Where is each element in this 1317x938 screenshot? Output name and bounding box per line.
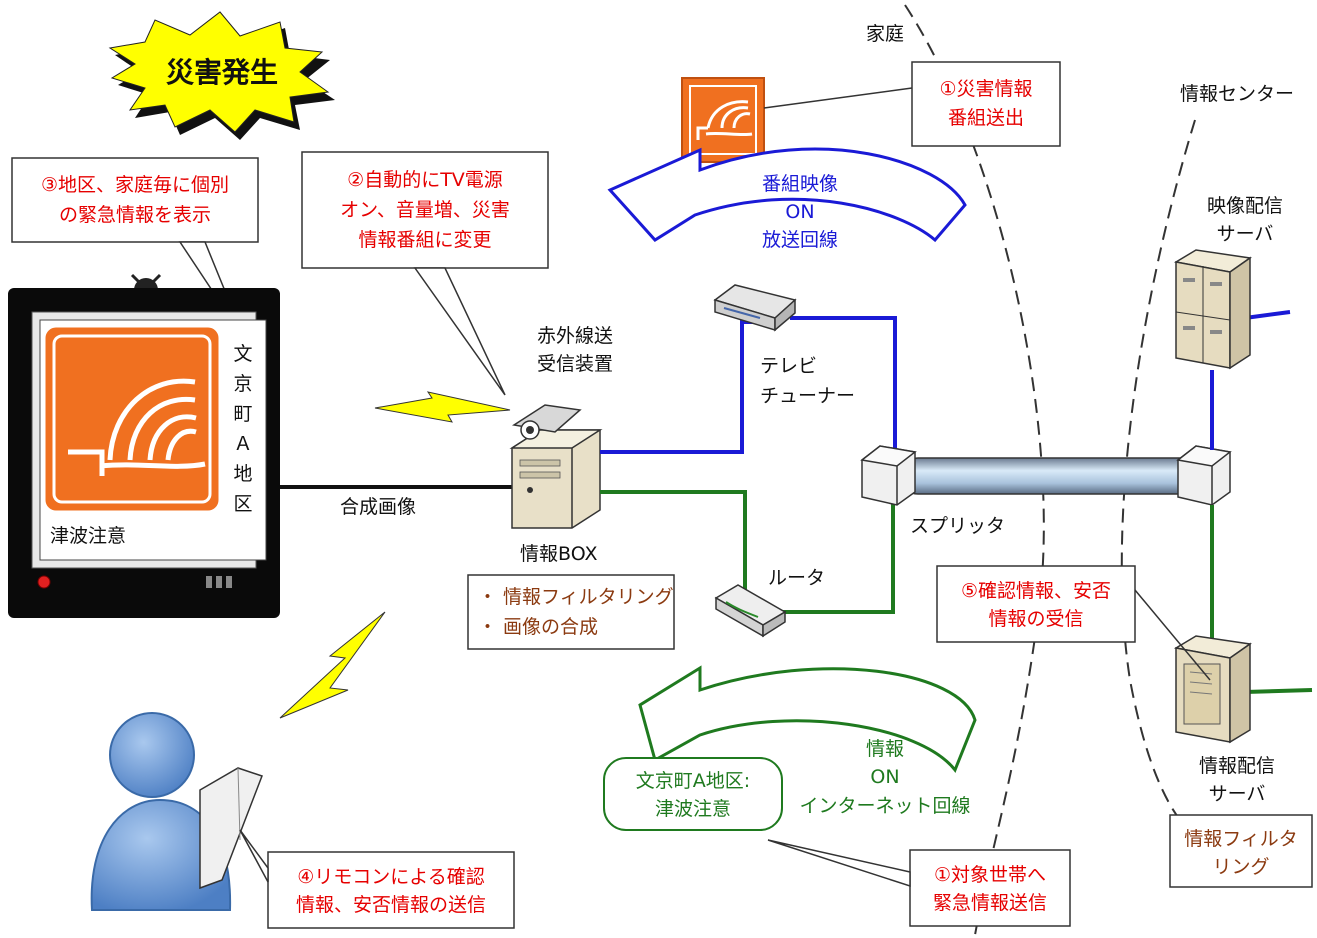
callout-broadcast-line2: 番組送出 [948, 107, 1024, 129]
server-filter-line2: リング [1212, 856, 1269, 878]
info-server-device [1173, 635, 1252, 744]
ir-signal-bolt-top [374, 391, 511, 423]
infobox-function-2: ・ 画像の合成 [478, 616, 598, 638]
internet-label-3: インターネット回線 [799, 795, 970, 817]
callout-broadcast-line1: ①災害情報 [939, 78, 1032, 100]
broadcast-label-1: 番組映像 [762, 173, 838, 195]
infobox-function-1: ・ 情報フィルタリング [478, 586, 674, 608]
video-server-device [1173, 249, 1252, 370]
callout-auto-line1: ②自動的にTV電源 [347, 169, 503, 191]
ir-device-label-1: 赤外線送 [537, 325, 613, 347]
callout-target-line1: ①対象世帯へ [934, 864, 1046, 886]
tv-tuner-device [713, 284, 797, 332]
callout-remote-line1: ④リモコンによる確認 [297, 866, 484, 888]
internet-label-1: 情報 [866, 738, 904, 760]
disaster-text: 災害発生 [166, 56, 278, 89]
broadcast-cable-2 [790, 316, 897, 460]
router-device [714, 584, 787, 638]
callout-auto-line2: オン、音量増、災害 [340, 199, 510, 221]
callout-auto-tv: ②自動的にTV電源 オン、音量増、災害 情報番組に変更 [301, 151, 549, 396]
callout-receive: ⑤確認情報、安否 情報の受信 [936, 565, 1211, 681]
composite-label: 合成画像 [340, 496, 416, 518]
broadcast-cable [600, 320, 770, 454]
callout-remote: ④リモコンによる確認 情報、安否情報の送信 [239, 829, 515, 929]
home-boundary-line [904, 4, 1045, 936]
internet-cable [600, 490, 747, 595]
info-server-label-1: 情報配信 [1199, 755, 1275, 777]
tv-side-char-2: 京 [233, 373, 252, 395]
internet-cable-2 [780, 500, 895, 614]
callout-area-line2: の緊急情報を表示 [59, 204, 211, 226]
bubble-line1: 文京町A地区: [636, 770, 750, 792]
infobox-functions: ・ 情報フィルタリング ・ 画像の合成 [467, 574, 675, 650]
info-server-uplink [1244, 688, 1313, 694]
infobox-label: 情報BOX [520, 543, 597, 565]
zone-home-label: 家庭 [866, 23, 904, 45]
callout-auto-line3: 情報番組に変更 [358, 229, 491, 251]
broadcast-label-3: 放送回線 [762, 229, 838, 251]
user-person-icon [90, 712, 263, 911]
disaster-burst: 災害発生 [108, 11, 335, 140]
splitter-cable [860, 445, 1232, 506]
internet-arrow: 情報 ON インターネット回線 [638, 665, 977, 817]
tsunami-program-icon [681, 77, 765, 163]
splitter-label: スプリッタ [910, 515, 1005, 537]
tv-side-char-6: 区 [233, 493, 252, 515]
tv-side-char-3: 町 [233, 403, 252, 425]
info-box-device [509, 404, 603, 529]
icon-pointer-line [763, 87, 913, 109]
callout-area-info: ③地区、家庭毎に個別 の緊急情報を表示 [11, 157, 259, 341]
callout-target-line2: 緊急情報送信 [933, 892, 1047, 914]
ir-signal-bolt-remote [279, 611, 386, 719]
callout-area-line1: ③地区、家庭毎に個別 [41, 174, 229, 196]
broadcast-label-2: ON [785, 201, 814, 223]
router-label: ルータ [768, 567, 825, 589]
bubble-line2: 津波注意 [655, 798, 731, 820]
callout-target: ①対象世帯へ 緊急情報送信 [767, 839, 1071, 927]
zone-center-label: 情報センター [1180, 83, 1294, 105]
video-server-label-2: サーバ [1217, 223, 1274, 245]
tuner-label-2: チューナー [760, 385, 855, 407]
internet-label-2: ON [870, 766, 899, 788]
info-server-label-2: サーバ [1209, 783, 1266, 805]
broadcast-arrow: 番組映像 ON 放送回線 [607, 147, 967, 251]
tv-side-char-5: 地 [233, 463, 252, 485]
video-server-uplink [1244, 310, 1291, 320]
callout-broadcast: ①災害情報 番組送出 [911, 61, 1061, 147]
emergency-bubble: 文京町A地区: 津波注意 [603, 757, 783, 831]
video-server-label-1: 映像配信 [1207, 195, 1283, 217]
ir-device-label-2: 受信装置 [537, 353, 613, 375]
tv-bottom-text: 津波注意 [50, 525, 126, 547]
tv-side-char-4: Ａ [233, 433, 252, 455]
callout-remote-line2: 情報、安否情報の送信 [296, 894, 486, 916]
callout-receive-line2: 情報の受信 [988, 608, 1083, 630]
server-filter-line1: 情報フィルタ [1184, 828, 1298, 850]
server-filter-box: 情報フィルタ リング [1169, 814, 1313, 888]
callout-receive-line1: ⑤確認情報、安否 [961, 580, 1111, 602]
television: 文 京 町 Ａ 地 区 津波注意 [8, 273, 280, 618]
tuner-label-1: テレビ [760, 355, 817, 377]
tv-side-char-1: 文 [233, 343, 252, 365]
